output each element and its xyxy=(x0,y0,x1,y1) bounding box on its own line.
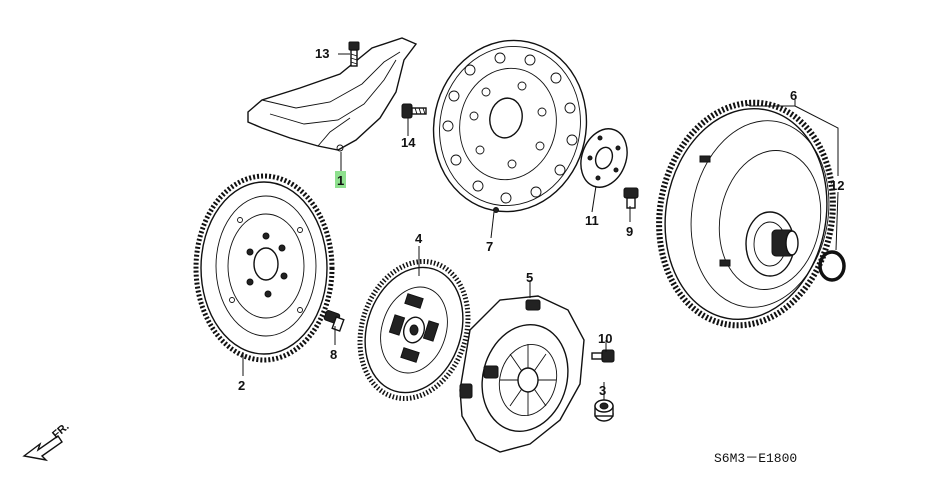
callout-11[interactable]: 11 xyxy=(585,213,599,228)
diagram-code: S6M3－E1800 xyxy=(714,451,797,466)
part-1-flywheel-cover[interactable] xyxy=(247,37,418,152)
front-direction-marker: FR. xyxy=(22,421,71,462)
part-9-bolt[interactable] xyxy=(623,187,639,209)
callout-9[interactable]: 9 xyxy=(626,224,633,239)
leader-lines xyxy=(242,53,839,400)
callout-8[interactable]: 8 xyxy=(330,347,337,362)
callout-4[interactable]: 4 xyxy=(415,231,423,246)
drive-plate-holes xyxy=(442,52,578,204)
part-13-bolt[interactable] xyxy=(348,41,360,67)
part-11-plate[interactable] xyxy=(573,122,635,193)
part-3-bushing[interactable] xyxy=(594,399,614,422)
callout-6[interactable]: 6 xyxy=(790,88,797,103)
callout-12[interactable]: 12 xyxy=(830,178,844,193)
callout-2[interactable]: 2 xyxy=(238,378,245,393)
part-12-o-ring[interactable] xyxy=(818,250,846,282)
callout-13[interactable]: 13 xyxy=(315,46,329,61)
front-arrow-icon xyxy=(22,435,63,462)
callout-1[interactable]: 1 xyxy=(337,173,344,188)
highlight-box-part-1 xyxy=(335,171,346,188)
part-6-torque-converter[interactable] xyxy=(642,89,850,339)
callout-5[interactable]: 5 xyxy=(526,270,533,285)
callout-7[interactable]: 7 xyxy=(486,239,493,254)
part-5-pressure-plate[interactable] xyxy=(459,295,585,453)
front-label: FR. xyxy=(50,421,71,442)
part-7-drive-plate[interactable] xyxy=(418,26,602,226)
part-2-flywheel[interactable] xyxy=(193,173,335,363)
callout-labels: 1 2 3 4 5 6 7 8 9 10 11 12 13 14 xyxy=(238,46,844,398)
callout-14[interactable]: 14 xyxy=(401,135,416,150)
part-10-bolt[interactable] xyxy=(591,349,615,363)
callout-3[interactable]: 3 xyxy=(599,383,606,398)
callout-10[interactable]: 10 xyxy=(598,331,612,346)
part-8-bolt[interactable] xyxy=(323,309,345,332)
part-4-clutch-disc[interactable] xyxy=(343,247,485,412)
part-14-bolt[interactable] xyxy=(401,103,427,119)
